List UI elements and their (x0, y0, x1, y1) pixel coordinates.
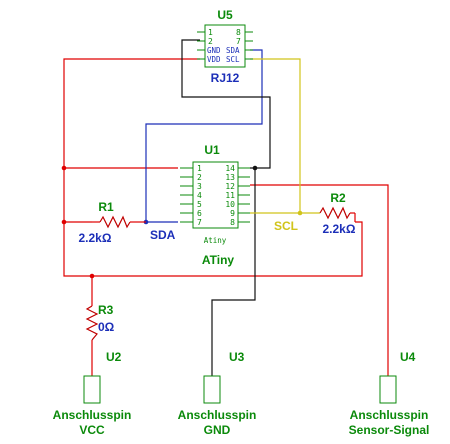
u3-pin-body (203, 375, 221, 404)
gnd-wire-to-u3 (211, 168, 256, 376)
u5-pin-label-l1: 1 (208, 28, 213, 37)
u4-ref: U4 (400, 350, 416, 364)
u5-pin-label-l4: VDD (207, 55, 221, 64)
u3-ref: U3 (229, 350, 245, 364)
r1-zigzag (99, 215, 131, 229)
u1-pin-13: 13 (225, 173, 235, 182)
u1-pin-11: 11 (225, 191, 235, 200)
u1-pin-1: 1 (197, 164, 202, 173)
resistor-r2[interactable]: R2 2.2kΩ (319, 191, 356, 236)
u5-name: RJ12 (211, 71, 240, 85)
u1-pin-10: 10 (225, 200, 235, 209)
u2-desc-line2: VCC (79, 423, 105, 437)
r2-value: 2.2kΩ (323, 222, 356, 236)
u1-leads (180, 167, 250, 223)
u2-ref: U2 (106, 350, 122, 364)
u3-desc-line1: Anschlusspin (178, 408, 257, 422)
u1-pin-9: 9 (230, 209, 235, 218)
u3-desc-line2: GND (204, 423, 231, 437)
u5-pin-label-r3: SDA (226, 46, 240, 55)
r3-zigzag (85, 305, 99, 341)
connector-u2[interactable]: U2 Anschlusspin VCC (53, 350, 132, 437)
u1-pin-14: 14 (225, 164, 235, 173)
junction-scl (297, 210, 303, 216)
junction-vcc-r1 (61, 219, 67, 225)
u5-ref: U5 (217, 8, 233, 22)
r2-zigzag (319, 206, 351, 220)
u1-pin-6: 6 (197, 209, 202, 218)
u4-desc-line2: Sensor-Signal (349, 423, 430, 437)
r1-value: 2.2kΩ (79, 231, 112, 245)
u5-pin-label-r4: SCL (226, 55, 240, 64)
resistor-r3[interactable]: R3 0Ω (85, 303, 115, 341)
u5-pin-label-r1: 8 (236, 28, 241, 37)
component-u5[interactable]: 1 2 GND VDD 8 7 SDA SCL U5 RJ12 (197, 8, 253, 85)
vcc-wire-loop (63, 58, 363, 277)
u5-pin-label-l3: GND (207, 46, 221, 55)
resistor-r1[interactable]: R1 2.2kΩ (79, 200, 146, 245)
u5-pin-label-l2: 2 (208, 37, 213, 46)
connector-u4[interactable]: U4 Anschlusspin Sensor-Signal (349, 350, 430, 437)
r3-ref: R3 (98, 303, 114, 317)
u4-desc-line1: Anschlusspin (350, 408, 429, 422)
u1-pin-12: 12 (225, 182, 235, 191)
u1-body-label: Atiny (204, 236, 227, 245)
component-u1[interactable]: 1 2 3 4 5 6 7 14 13 12 11 10 9 8 Atiny U… (180, 143, 250, 267)
r1-ref: R1 (98, 200, 114, 214)
u1-pin-7: 7 (197, 218, 202, 227)
u2-pin-body (83, 375, 101, 404)
u5-pin-label-r2: 7 (236, 37, 241, 46)
u5-leads (197, 31, 253, 60)
junction-vcc-r3 (89, 273, 95, 279)
u2-desc-line1: Anschlusspin (53, 408, 132, 422)
junctions (61, 165, 303, 279)
r3-value: 0Ω (98, 320, 115, 334)
u1-pin-4: 4 (197, 191, 202, 200)
connector-u3[interactable]: U3 Anschlusspin GND (178, 350, 257, 437)
u1-pin-3: 3 (197, 182, 202, 191)
u1-pin-8: 8 (230, 218, 235, 227)
signal-wire-to-u4 (250, 184, 389, 376)
u1-name: ATiny (202, 253, 235, 267)
scl-wire (250, 58, 301, 214)
u1-pin-5: 5 (197, 200, 202, 209)
net-label-sda: SDA (150, 228, 176, 242)
u1-pin-2: 2 (197, 173, 202, 182)
u4-pin-body (379, 375, 397, 404)
sda-wire (145, 49, 263, 223)
r2-ref: R2 (330, 191, 346, 205)
net-label-scl: SCL (274, 219, 298, 233)
u5-body (204, 24, 246, 68)
u1-ref: U1 (204, 143, 220, 157)
wires (63, 39, 389, 376)
junction-vcc-u1 (61, 165, 67, 171)
junction-gnd (252, 165, 258, 171)
gnd-wire-to-u5 (181, 39, 271, 169)
